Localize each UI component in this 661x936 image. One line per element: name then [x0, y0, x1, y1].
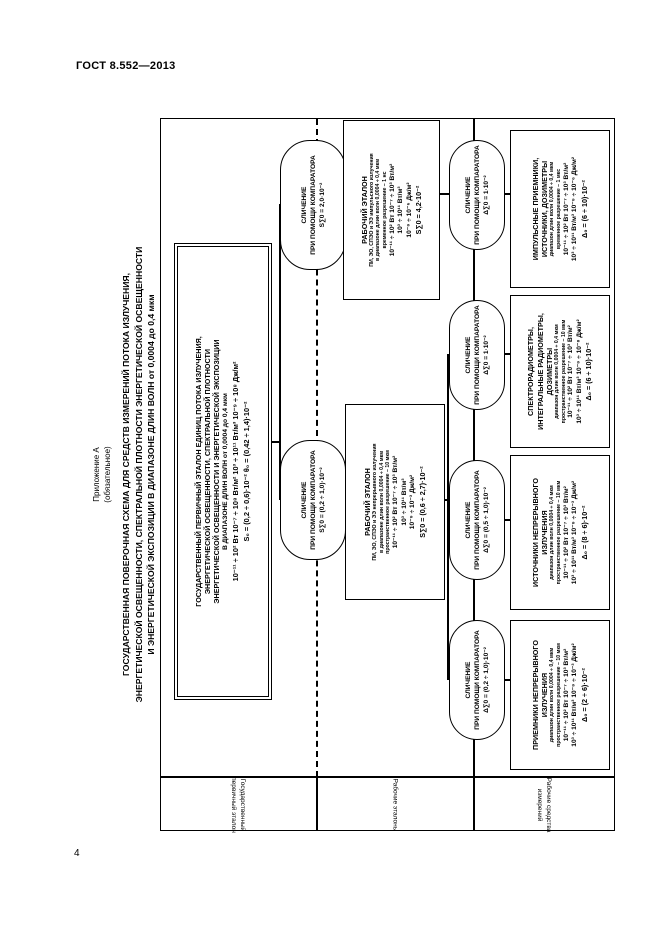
node-text-line: ИЗЛУЧЕНИЯ — [540, 510, 550, 555]
node-text-line: 10³ ÷ 10¹¹ Вт/м³ 10⁻⁹ ÷ 10⁻⁸ Дж/м² — [575, 319, 583, 424]
node-text-line: 10⁻¹¹ ÷ 10² Вт 10⁻⁷ ÷ 10³ Вт/м² — [392, 455, 399, 549]
node-text-line: СЛИЧЕНИЕ — [464, 176, 472, 214]
node-text-line: 10³ ÷ 10¹¹ Вт/м³ 10⁻⁹ ÷ 10⁻³ Дж/м² — [571, 643, 579, 747]
node-text-line: 10⁻⁹ ÷ 10⁻³ Дж/м² — [409, 474, 417, 530]
row-label-line: Рабочие эталоны — [391, 778, 399, 832]
node-text-line: РАБОЧИЙ ЭТАЛОН — [363, 468, 373, 536]
node-text-line: ИСТОЧНИКИ НЕПРЕРЫВНОГО — [531, 477, 540, 588]
node-text-line: 10⁻¹¹ ÷ 10² Вт 10⁻⁷ ÷ 10³ Вт/м² — [567, 325, 575, 418]
node-text-line: 10³ ÷ 10¹¹ Вт/м³ — [397, 186, 405, 234]
node-text-line: СЛИЧЕНИЕ — [300, 186, 308, 224]
node-text-line: временное разрешение – 1 мкс — [556, 168, 562, 250]
node-text-line: ПРИ ПОМОЩИ КОМПАРАТОРА — [473, 630, 481, 730]
node-text-line: ИНТЕГРАЛЬНЫЕ РАДИОМЕТРЫ, — [535, 313, 545, 430]
node-text-line: СЛИЧЕНИЕ — [300, 481, 308, 519]
node-text-line: пространственное разрешение – 10 мкм — [385, 450, 392, 554]
node-text-line: Δ₀ = (8 ÷ 6)·10⁻² — [579, 505, 589, 560]
node-text-line: 10⁻¹¹ ÷ 10² Вт 10⁻⁷ ÷ 10³ Вт/м² — [562, 162, 570, 256]
node-text-line: СЛИЧЕНИЕ — [464, 661, 472, 699]
node-text-line: ГОСУДАРСТВЕННЫЙ ПЕРВИЧНЫЙ ЭТАЛОН ЕДИНИЦ … — [193, 336, 203, 607]
node-text-line: 10⁻¹¹ ÷ 10² Вт 10⁻⁷ ÷ 10⁸ Вт/м² 10³ ÷ 10… — [231, 361, 241, 582]
node-text-line: ЭНЕРГЕТИЧЕСКОЙ ОСВЕЩЕННОСТИ И ЭНЕРГЕТИЧЕ… — [212, 339, 222, 604]
node-text-line: ПРИЕМНИКИ НЕПРЕРЫВНОГО — [531, 640, 540, 750]
appendix-title: Приложение А — [92, 447, 101, 502]
primary-standard-box: ГОСУДАРСТВЕННЫЙ ПЕРВИЧНЫЙ ЭТАЛОН ЕДИНИЦ … — [174, 243, 272, 700]
scheme-title-line: И ЭНЕРГЕТИЧЕСКОЙ ЭКСПОЗИЦИИ В ДИАПАЗОНЕ … — [146, 294, 156, 655]
node-text-line: Δ₀ = (6 ÷ 10)·10⁻² — [579, 180, 589, 238]
node-text-line: диапазон длин волн 0,0004 ÷ 0,4 мкм — [554, 324, 561, 419]
node-text-line: пространственное разрешение – 10 мкм — [560, 319, 567, 424]
node-text-line: Δ∑0 = 1·10⁻² — [482, 335, 490, 375]
scheme-title: ГОСУДАРСТВЕННАЯ ПОВЕРОЧНАЯ СХЕМА ДЛЯ СРЕ… — [120, 118, 158, 831]
node-text-line: Δ∑0 = (0,5 ÷ 1,0)·10⁻² — [482, 487, 490, 553]
page-number: 4 — [74, 848, 80, 859]
row-divider-label — [316, 777, 318, 831]
node-text-line: В ДИАПАЗОНЕ ДЛИН ВОЛН от 0,0004 до 0,4 м… — [221, 393, 229, 550]
node-text-line: временное разрешение – 1 нс — [381, 171, 388, 249]
node-text-line: S∑0 = 2,0·10⁻² — [318, 182, 326, 228]
row-label-primary: Государственный первичный эталон — [229, 730, 247, 880]
node-text-line: ПРИ ПОМОЩИ КОМПАРАТОРА — [473, 470, 481, 570]
node-text-line: ПИ, ЭО, СПЭО и ЭЭ непрерывного излучения — [372, 443, 379, 561]
node-text-line: S∑0 = (0,2 ÷ 1,0)·10⁻² — [318, 467, 326, 533]
node-text-line: в диапазоне длин волн 0,0004 ÷ 0,4 мкм — [375, 158, 382, 262]
node-text-line: S∑0 = (0,6 ÷ 2,7)·10⁻² — [417, 466, 427, 538]
appendix-note: (обязательное) — [103, 446, 112, 503]
node-text-line: 10³ ÷ 10¹¹ Вт/м³ 10⁻⁹ ÷ 10⁻³ Дж/м² — [571, 480, 579, 585]
node-text-line: СЛИЧЕНИЕ — [464, 501, 472, 539]
node-text-line: ЭНЕРГЕТИЧЕСКОЙ ОСВЕЩЕННОСТИ, СПЕКТРАЛЬНО… — [203, 348, 213, 595]
node-text-line: пространственное разрешение – 10 мкм — [556, 480, 562, 585]
row-label-line: первичный эталон — [230, 777, 237, 833]
node-text-line: ПРИ ПОМОЩИ КОМПАРАТОРА — [473, 145, 481, 245]
node-text-line: в диапазоне длин волн 0,0004 ÷ 0,4 мкм — [378, 450, 385, 554]
document-header: ГОСТ 8.552—2013 — [76, 60, 176, 72]
node-text-line: Δ∑0 = 1·10⁻² — [482, 175, 490, 215]
node-text-line: ИЗЛУЧЕНИЯ — [540, 672, 550, 718]
node-text-line: 10⁻¹¹ ÷ 10² Вт 10⁻⁷ ÷ 10³ Вт/м² — [562, 648, 570, 742]
node-text-line: 10⁻¹¹ ÷ 10² Вт 10⁻⁷ ÷ 10³ Вт/м² — [388, 163, 396, 257]
row-label-line: Государственный — [239, 778, 246, 832]
node-text-line: ПРИ ПОМОЩИ КОМПАРАТОРА — [309, 450, 317, 550]
working-instrument-box: СПЕКТРОРАДИОМЕТРЫ,ИНТЕГРАЛЬНЫЕ РАДИОМЕТР… — [510, 295, 610, 448]
row-label-working-standards: Рабочие эталоны — [391, 730, 400, 880]
node-text-line: Δ₀ = (6 ÷ 10)·10⁻² — [584, 342, 594, 401]
node-text-line: СЛИЧЕНИЕ — [464, 336, 472, 374]
node-text-line: ПИ, ЭО, СПЭО и ЭЭ импульсного излучения — [368, 153, 375, 267]
node-text-line: СПЕКТРОРАДИОМЕТРЫ, — [526, 327, 536, 416]
node-text-line: 10³ ÷ 10¹¹ Вт/м³ 10⁻⁹ ÷ 10⁻⁶ Дж/м² — [571, 156, 579, 262]
scheme-title-line: ЭНЕРГЕТИЧЕСКОЙ ОСВЕЩЕННОСТИ, СПЕКТРАЛЬНО… — [133, 246, 144, 703]
node-text-line: 10³ ÷ 10¹¹ Вт/м³ — [400, 478, 408, 526]
node-text-line: 10⁻¹¹ ÷ 10² Вт 10⁻⁷ ÷ 10³ Вт/м² — [562, 486, 570, 579]
node-text-line: РАБОЧИЙ ЭТАЛОН — [359, 176, 369, 244]
node-text-line: S∑0 = 4,2·10⁻² — [414, 185, 424, 235]
node-text-line: ИСТОЧНИКИ, ДОЗИМЕТРЫ — [540, 160, 550, 258]
node-text-line: диапазон длин волн 0,0004 ÷ 0,4 мкм — [549, 647, 556, 743]
node-text-line: Δ₀ = (2 ÷ 6)·10⁻² — [579, 668, 589, 722]
scheme-title-line: ГОСУДАРСТВЕННАЯ ПОВЕРОЧНАЯ СХЕМА ДЛЯ СРЕ… — [121, 273, 131, 676]
node-text-line: ДОЗИМЕТРЫ — [544, 347, 554, 396]
node-text-line: диапазон длин волн 0,0004 ÷ 0,4 мкм — [549, 161, 556, 257]
node-text-line: Δ∑0 = (0,2 ÷ 1,0)·10⁻² — [482, 647, 490, 713]
working-instrument-box: ИМПУЛЬСНЫЕ ПРИЕМНИКИ,ИСТОЧНИКИ, ДОЗИМЕТР… — [510, 130, 610, 288]
node-text-line: диапазон длин волн 0,0004 ÷ 0,4 мкм — [549, 485, 556, 580]
node-text-line: 10⁻⁹ ÷ 10⁻⁶ Дж/м² — [405, 182, 413, 238]
rotated-scheme-page: Приложение А (обязательное) ГОСУДАРСТВЕН… — [60, 118, 615, 833]
node-text-line: пространственное разрешение – 10 мкм — [556, 643, 562, 747]
node-text-line: ПРИ ПОМОЩИ КОМПАРАТОРА — [473, 305, 481, 405]
node-text-line: S₀ = (0,2 ÷ 0,6)·10⁻² θ₀ = (0,42 ÷ 1,4)·… — [242, 401, 252, 542]
node-text-line: ИМПУЛЬСНЫЕ ПРИЕМНИКИ, — [531, 157, 540, 261]
node-text-line: ПРИ ПОМОЩИ КОМПАРАТОРА — [309, 155, 317, 255]
